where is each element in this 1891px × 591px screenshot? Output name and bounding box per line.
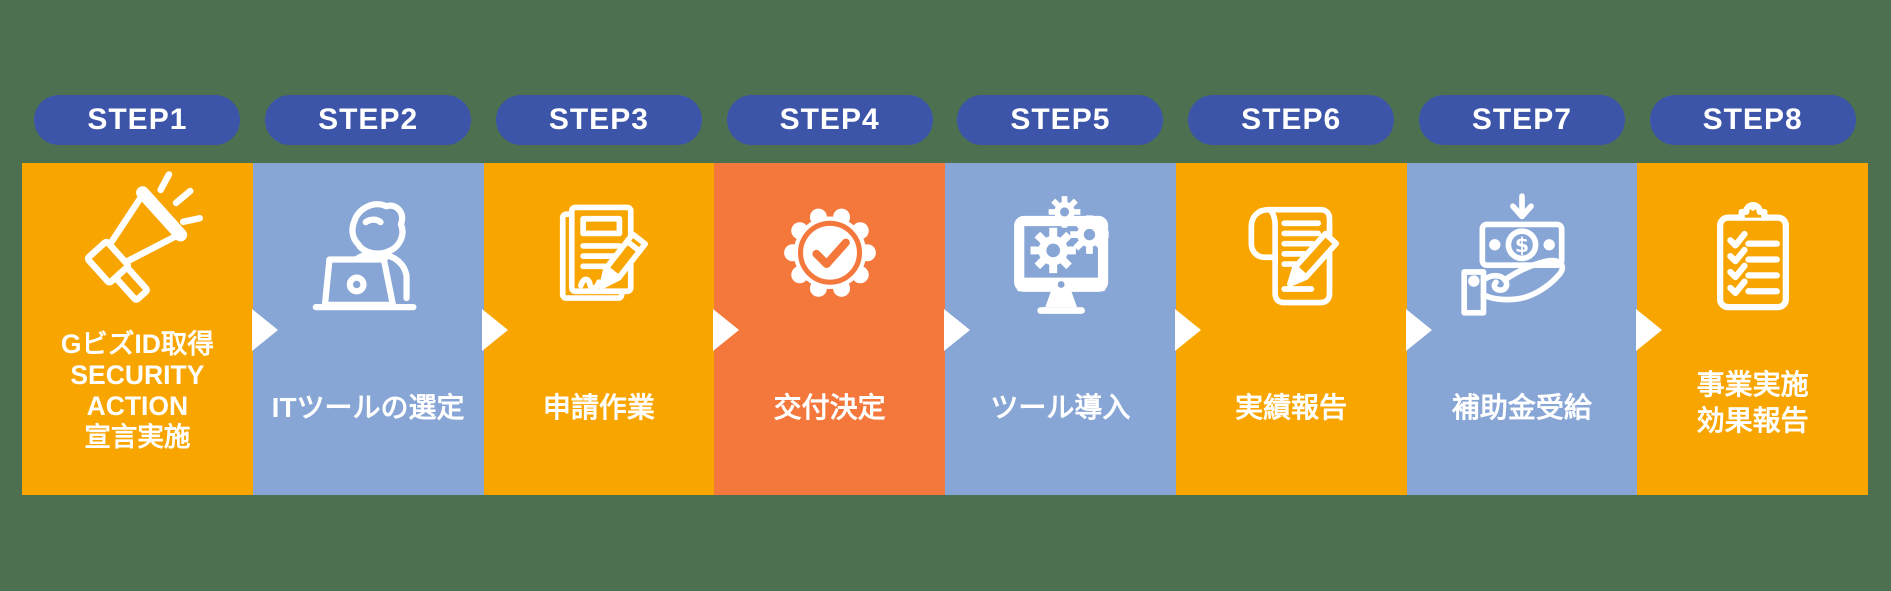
badge-label: STEP5 (1010, 103, 1111, 136)
person-laptop-icon (253, 187, 484, 323)
arrow-right-icon (482, 309, 508, 351)
step-column-8: STEP8 (1637, 95, 1868, 495)
money-hand-icon: $ (1407, 187, 1638, 323)
card-step3: 申請作業 (483, 163, 715, 495)
card-step5: ツール導入 (945, 163, 1176, 495)
badge-step1: STEP1 (34, 95, 241, 145)
step-column-2: STEP2 (252, 95, 484, 495)
badge-step4: STEP4 (726, 95, 933, 145)
card-title: ITツールの選定 (271, 392, 465, 423)
card-title: 事業実施 効果報告 (1696, 369, 1809, 436)
step-column-7: STEP7 $ (1406, 95, 1638, 495)
badge-label: STEP8 (1702, 103, 1803, 136)
badge-step3: STEP3 (495, 95, 702, 145)
arrow-right-icon (713, 309, 739, 351)
arrow-right-icon (1406, 309, 1432, 351)
card-title: ツール導入 (990, 392, 1131, 423)
step-column-5: STEP5 (945, 95, 1176, 495)
badge-label: STEP3 (548, 103, 649, 136)
arrow-right-icon (1175, 309, 1201, 351)
step-column-1: STEP1 (22, 95, 253, 495)
step-column-3: STEP3 (483, 95, 715, 495)
document-pencil-icon (484, 187, 715, 323)
step-column-6: STEP6 (1175, 95, 1407, 495)
arrow-right-icon (944, 309, 970, 351)
card-title: 申請作業 (542, 392, 655, 423)
card-step7: $ 補助金受給 (1406, 163, 1638, 495)
arrow-right-icon (252, 309, 278, 351)
badge-label: STEP1 (87, 103, 188, 136)
badge-label: STEP4 (779, 103, 880, 136)
card-step2: ITツールの選定 (252, 163, 484, 495)
monitor-gears-icon (945, 187, 1176, 323)
card-step8: 事業実施 効果報告 (1637, 163, 1868, 495)
badge-step6: STEP6 (1188, 95, 1395, 145)
arrow-right-icon (1636, 309, 1662, 351)
badge-label: STEP6 (1241, 103, 1342, 136)
badge-label: STEP2 (318, 103, 419, 136)
clipboard-check-icon (1637, 187, 1868, 323)
badge-step7: STEP7 (1418, 95, 1625, 145)
card-step4: 交付決定 (714, 163, 945, 495)
badge-step8: STEP8 (1649, 95, 1856, 145)
badge-step5: STEP5 (957, 95, 1164, 145)
badge-label: STEP7 (1471, 103, 1572, 136)
card-title: GビズID取得 SECURITY ACTION 宣言実施 (60, 329, 214, 452)
report-pen-icon (1176, 187, 1407, 323)
svg-text:$: $ (1515, 233, 1529, 257)
award-check-icon (714, 187, 945, 323)
card-title: 交付決定 (773, 392, 886, 423)
badge-step2: STEP2 (265, 95, 472, 145)
card-step6: 実績報告 (1175, 163, 1407, 495)
card-step1: GビズID取得 SECURITY ACTION 宣言実施 (22, 163, 253, 495)
steps-row: STEP1 (22, 95, 1868, 495)
card-title: 実績報告 (1235, 392, 1348, 423)
step-column-4: STEP4 (714, 95, 945, 495)
card-title: 補助金受給 (1451, 392, 1592, 423)
megaphone-icon (22, 165, 253, 307)
